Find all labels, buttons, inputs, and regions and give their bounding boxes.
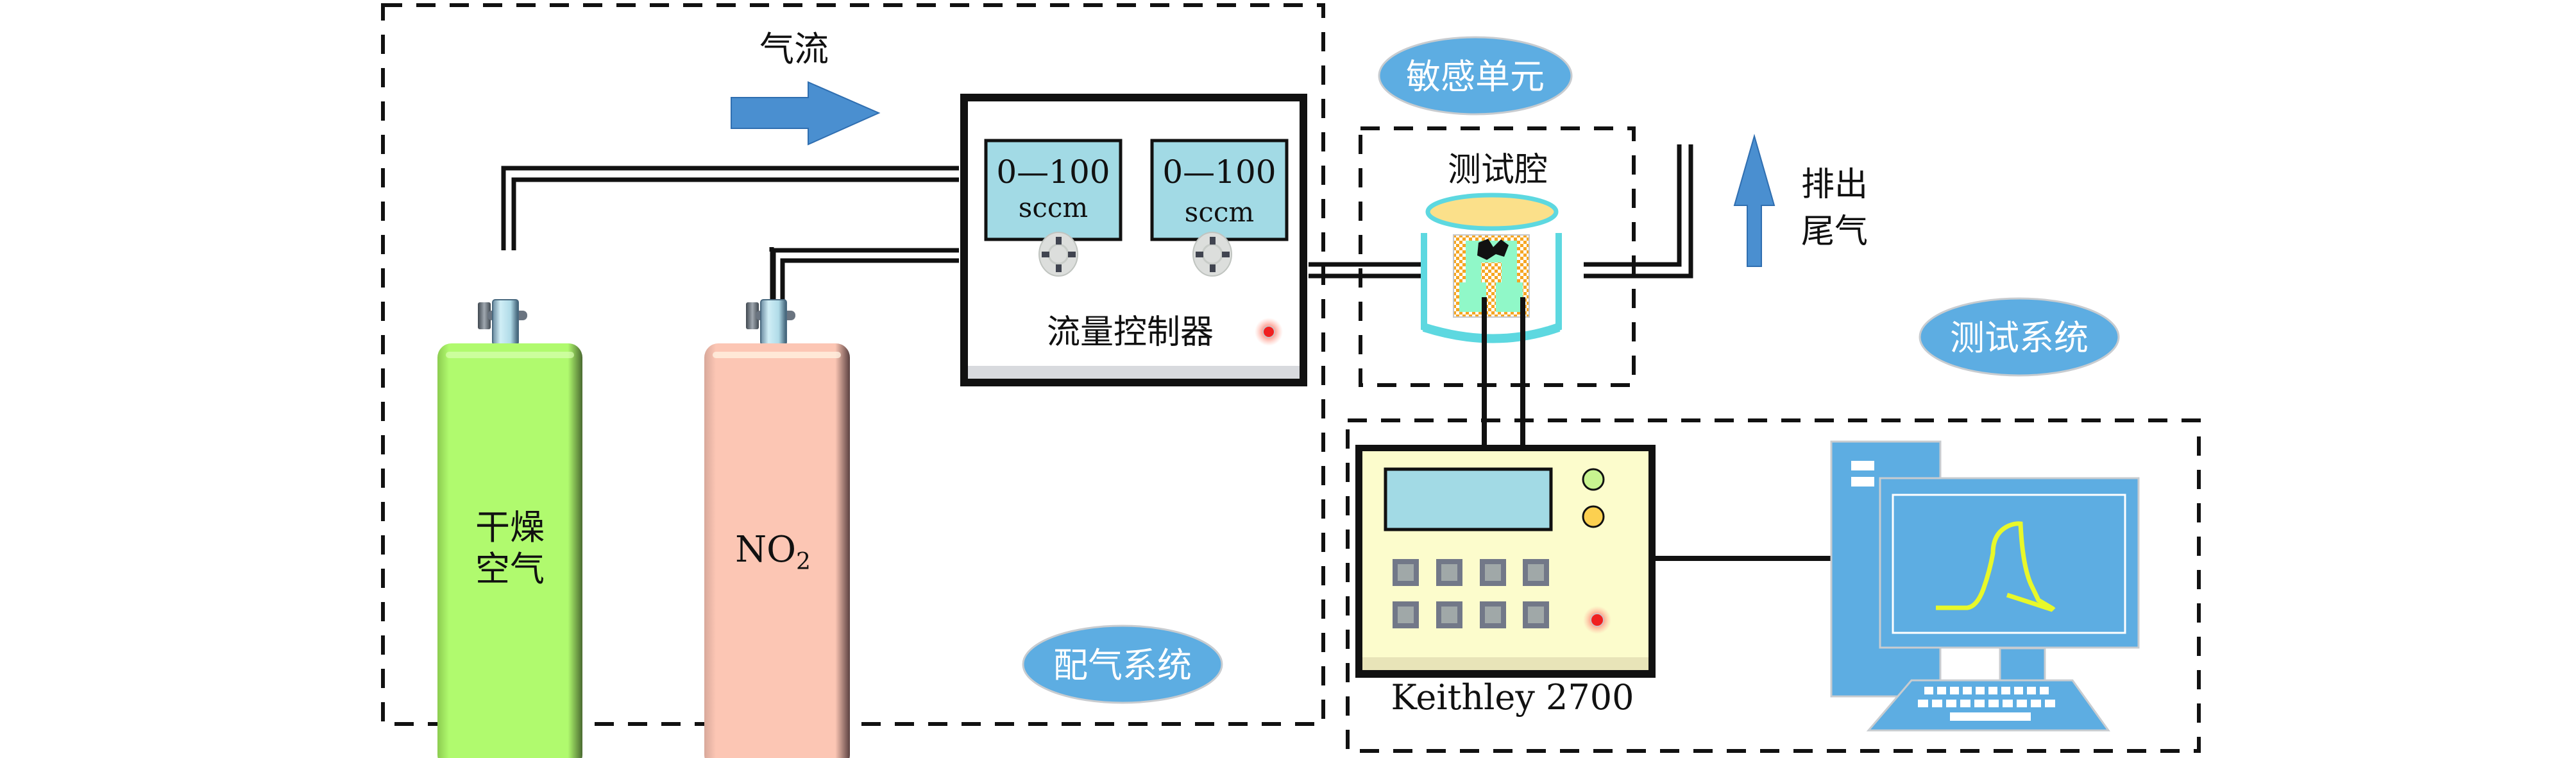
flow-knob-2-icon[interactable] — [1192, 232, 1232, 277]
airflow-arrow-icon — [731, 81, 881, 146]
flow-display-1: 0—100 sccm — [984, 139, 1123, 241]
exhaust-label-line1: 排出 — [1801, 166, 1868, 204]
flow-display-2: 0—100 sccm — [1150, 139, 1289, 241]
section-badge-test-system: 测试系统 — [1919, 297, 2120, 377]
cylinder-label-line2: 空气 — [475, 549, 545, 589]
section-label-sensing-unit: 敏感单元 — [1406, 56, 1545, 97]
response-curve — [1936, 521, 2056, 612]
sensing-unit-region — [1359, 126, 1636, 387]
indicator-yellow-icon — [1582, 505, 1605, 528]
signal-wires — [1482, 297, 1833, 561]
flow-controller-label: 流量控制器 — [1047, 313, 1214, 352]
flow-controller: 0—100 sccm 0—100 sccm 流量控制器 — [960, 94, 1307, 386]
pipe-exhaust — [1584, 144, 1693, 279]
pipe-dry-air — [501, 166, 959, 250]
meter-display — [1384, 467, 1553, 531]
section-label-test-system: 测试系统 — [1950, 318, 2089, 358]
section-badge-gas-distribution: 配气系统 — [1022, 624, 1223, 704]
keypad-button[interactable] — [1393, 559, 1419, 586]
keypad-button[interactable] — [1436, 601, 1462, 628]
cylinder-label-line1: 干燥 — [475, 507, 545, 547]
gas-distribution-region — [381, 3, 1325, 726]
flow-knob-1-icon[interactable] — [1038, 232, 1078, 277]
pipe-no2-main — [770, 248, 959, 300]
test-chamber-label: 测试腔 — [1448, 151, 1548, 189]
airflow-label: 气流 — [759, 29, 829, 69]
keypad-button[interactable] — [1393, 601, 1419, 628]
test-system-region — [1346, 418, 2201, 753]
meter-keypad — [1393, 559, 1549, 628]
test-chamber — [1421, 193, 1562, 343]
meter-power-led-icon — [1590, 613, 1604, 627]
keithley-meter — [1355, 445, 1656, 678]
sensor-chip — [1453, 234, 1530, 318]
keypad-button[interactable] — [1480, 601, 1506, 628]
meter-label: Keithley 2700 — [1391, 677, 1634, 718]
keypad-button[interactable] — [1436, 559, 1462, 586]
power-led-icon — [1262, 325, 1275, 338]
keypad-button[interactable] — [1523, 559, 1549, 586]
keypad-button[interactable] — [1523, 601, 1549, 628]
section-label-gas-distribution: 配气系统 — [1053, 645, 1192, 685]
exhaust-arrow-icon — [1733, 134, 1775, 267]
flow-range-1: 0—100 — [996, 153, 1110, 191]
indicator-green-icon — [1582, 468, 1605, 491]
cylinder-dry-air: 干燥 空气 — [437, 299, 582, 758]
flow-unit-1: sccm — [1019, 192, 1088, 223]
pipe-controller-to-chamber — [1309, 262, 1434, 279]
flow-range-2: 0—100 — [1162, 153, 1276, 191]
exhaust-label-line2: 尾气 — [1801, 212, 1868, 251]
section-badge-sensing-unit: 敏感单元 — [1378, 36, 1573, 116]
cylinder-label-no2: NO2 — [735, 529, 811, 575]
flow-unit-2: sccm — [1185, 196, 1254, 228]
computer-icon — [1830, 440, 2140, 732]
cylinder-no2: NO2 — [704, 299, 850, 758]
keypad-button[interactable] — [1480, 559, 1506, 586]
sensing-material-icon — [1477, 239, 1509, 260]
